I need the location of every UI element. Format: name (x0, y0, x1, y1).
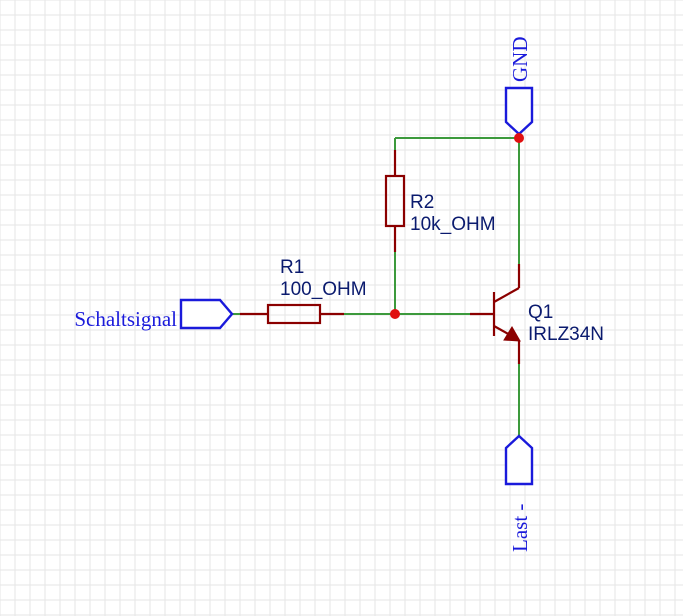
port-schaltsignal-shape (179, 298, 234, 330)
q1-drain-diagonal (493, 287, 520, 303)
r2-body (384, 174, 406, 228)
transistor-q1[interactable] (470, 264, 521, 364)
port-last-label: Last - (508, 504, 532, 552)
port-last-minus[interactable] (504, 434, 534, 486)
r1-body (266, 303, 322, 325)
port-gnd-label: GND (508, 37, 532, 83)
r1-ref-label: R1 (280, 257, 304, 278)
port-last-shape (504, 434, 534, 486)
q1-value-label: IRLZ34N (528, 324, 604, 345)
q1-arrow-icon (503, 326, 521, 342)
junction-gate-node (390, 309, 400, 319)
q1-ref-label: Q1 (528, 302, 553, 323)
r2-value-label: 10k_OHM (410, 214, 496, 235)
resistor-r1[interactable] (240, 303, 344, 325)
port-gnd[interactable] (504, 86, 534, 136)
r2-ref-label: R2 (410, 192, 434, 213)
port-schaltsignal[interactable] (179, 298, 234, 330)
resistor-r2[interactable] (384, 150, 406, 252)
port-schaltsignal-label: Schaltsignal (74, 307, 177, 331)
junction-gnd-node (514, 133, 524, 143)
r1-value-label: 100_OHM (280, 279, 367, 300)
port-gnd-shape (504, 86, 534, 136)
